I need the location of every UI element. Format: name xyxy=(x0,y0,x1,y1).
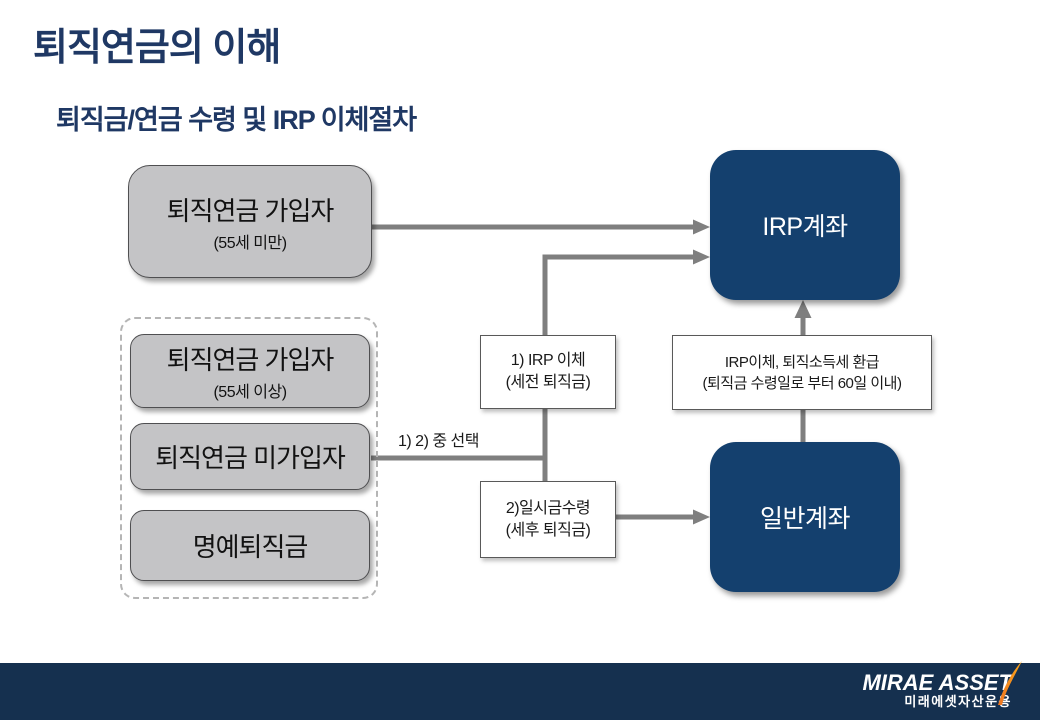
node-label: 퇴직연금 가입자 xyxy=(166,195,335,226)
node-general-account: 일반계좌 xyxy=(710,442,900,592)
mirae-asset-logo: MIRAE ASSET 미래에셋자산운용 xyxy=(862,661,1022,710)
node-subscriber-over55: 퇴직연금 가입자 (55세 이상) xyxy=(130,334,370,408)
brand-name: MIRAE ASSET xyxy=(862,670,1012,695)
brand-name-korean: 미래에셋자산운용 xyxy=(904,694,1012,709)
page-subtitle: 퇴직금/연금 수령 및 IRP 이체절차 xyxy=(56,105,417,135)
node-irp-account: IRP계좌 xyxy=(710,150,900,300)
node-label: 퇴직연금 가입자 xyxy=(166,345,335,375)
node-sublabel: (세후 퇴직금) xyxy=(505,521,591,539)
choice-label: 1) 2) 중 선택 xyxy=(398,433,479,450)
node-irp-transfer-option: 1) IRP 이체 (세전 퇴직금) xyxy=(480,335,616,409)
node-sublabel: (55세 이상) xyxy=(213,384,287,401)
node-honorary-severance: 명예퇴직금 xyxy=(130,510,370,581)
arrow-under55-to-irp-account xyxy=(372,219,710,235)
node-refund-note: IRP이체, 퇴직소득세 환급 (퇴직금 수령일로 부터 60일 이내) xyxy=(672,335,932,410)
page-title: 퇴직연금의 이해 xyxy=(33,27,281,69)
node-label: 퇴직연금 미가입자 xyxy=(155,443,346,473)
arrow-lump-sum-to-general-account xyxy=(616,509,710,525)
node-label: 2)일시금수령 xyxy=(505,499,591,517)
node-label: 명예퇴직금 xyxy=(192,532,309,562)
logo-swoosh-icon xyxy=(998,661,1022,705)
node-label: 일반계좌 xyxy=(759,505,851,533)
footer-bar: MIRAE ASSET 미래에셋자산운용 xyxy=(0,661,1040,720)
node-subscriber-under55: 퇴직연금 가입자 (55세 미만) xyxy=(128,165,372,278)
dashed-source-group xyxy=(120,317,378,599)
node-sublabel: (55세 미만) xyxy=(213,234,287,252)
node-non-subscriber: 퇴직연금 미가입자 xyxy=(130,423,370,490)
node-label: IRP계좌 xyxy=(762,213,848,241)
node-label: 1) IRP 이체 xyxy=(510,352,586,369)
node-lump-sum-option: 2)일시금수령 (세후 퇴직금) xyxy=(480,481,616,558)
node-sublabel: (퇴직금 수령일로 부터 60일 이내) xyxy=(702,374,902,392)
node-label: IRP이체, 퇴직소득세 환급 xyxy=(724,353,880,371)
node-sublabel: (세전 퇴직금) xyxy=(505,374,591,391)
